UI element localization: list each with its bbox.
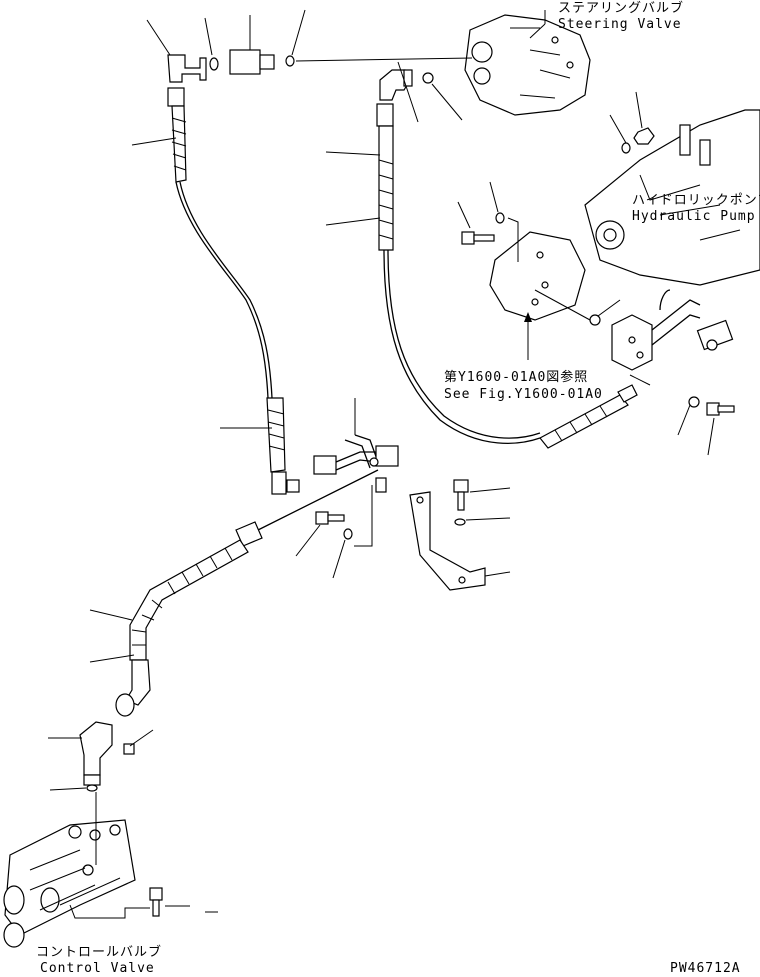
bolt-elbow	[123, 743, 135, 755]
clamp	[375, 477, 387, 493]
o-ring	[209, 57, 219, 71]
hose-center	[376, 103, 541, 444]
steering-valve-label-en: Steering Valve	[558, 17, 682, 32]
control-valve-label-jp: コントロールバルブ	[36, 944, 162, 960]
see-fig-label-en: See Fig.Y1600-01A0	[444, 387, 603, 402]
washer	[343, 528, 353, 540]
tube-right-flange	[611, 289, 734, 371]
bolt-right	[706, 402, 735, 416]
hose-right-lower	[539, 384, 638, 449]
leader-lines	[48, 9, 715, 913]
bolt-bracket	[453, 479, 469, 511]
swivel-fitting-top	[229, 49, 275, 75]
bolt-pump-block	[461, 231, 495, 245]
bolt-control-valve	[149, 887, 163, 917]
washer	[495, 212, 505, 224]
hose-left-bottom	[266, 397, 300, 495]
washer	[454, 518, 466, 526]
hydraulic-pump	[584, 109, 760, 286]
label-control-valve: コントロールバルブ Control Valve	[36, 944, 162, 976]
hydraulic-pump-label-en: Hydraulic Pump	[632, 209, 756, 224]
hydraulic-pump-label-jp: ハイドロリックポンプ	[632, 193, 760, 208]
bolt-clamp	[315, 511, 345, 525]
washer	[688, 396, 700, 408]
pump-adapter-block	[489, 231, 586, 321]
elbow-fitting-control	[79, 721, 113, 786]
o-ring	[285, 55, 295, 67]
control-valve-label-en: Control Valve	[40, 961, 155, 976]
arrow-icon	[524, 312, 532, 322]
label-steering-valve: ステアリングバルブ Steering Valve	[529, 0, 684, 39]
tube-center-fitting	[313, 434, 399, 475]
steering-valve	[464, 14, 591, 116]
control-valve	[3, 819, 136, 948]
o-ring	[86, 784, 98, 792]
hose-lower-long	[115, 469, 379, 717]
elbow-fitting-top-left	[167, 54, 207, 83]
o-ring	[589, 314, 601, 326]
bracket	[409, 491, 486, 591]
nut-washer-pump	[621, 127, 655, 154]
steering-valve-label-jp: ステアリングバルブ	[558, 0, 684, 16]
elbow-fitting-steering	[379, 69, 413, 101]
o-ring	[422, 72, 434, 84]
hose-left-top	[167, 87, 273, 399]
label-see-figure: 第Y1600-01A0図参照 See Fig.Y1600-01A0	[444, 369, 603, 402]
drawing-number: PW46712A	[670, 961, 741, 976]
see-fig-label-jp: 第Y1600-01A0図参照	[444, 369, 588, 385]
label-hydraulic-pump: ハイドロリックポンプ Hydraulic Pump	[632, 193, 760, 224]
